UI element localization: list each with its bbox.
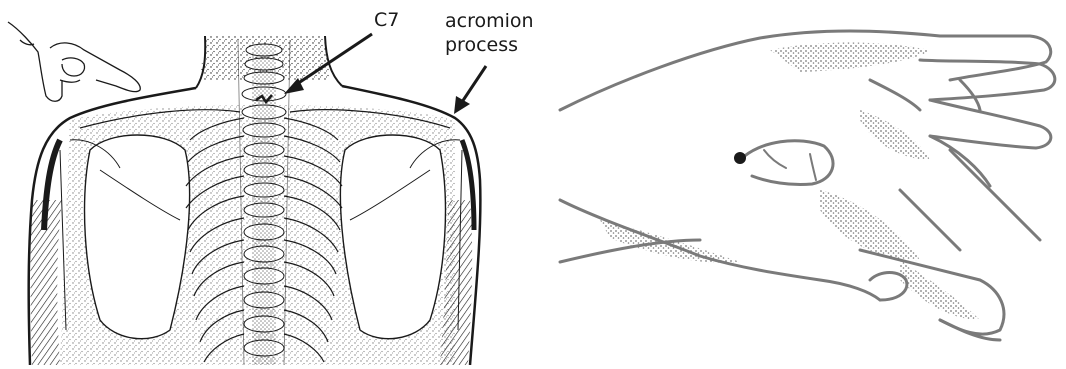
- pointing-hand-icon: [8, 22, 140, 101]
- acromion-pointer-arrow: [454, 66, 486, 114]
- palpation-point: [734, 152, 746, 164]
- upper-back-illustration: [29, 36, 481, 365]
- c7-label: C7: [374, 9, 399, 32]
- acromion-label-process: process: [445, 34, 518, 57]
- acromion-label: acromion: [445, 10, 534, 33]
- hand-palpation-illustration: [560, 31, 1055, 340]
- hand-shading: [600, 43, 980, 321]
